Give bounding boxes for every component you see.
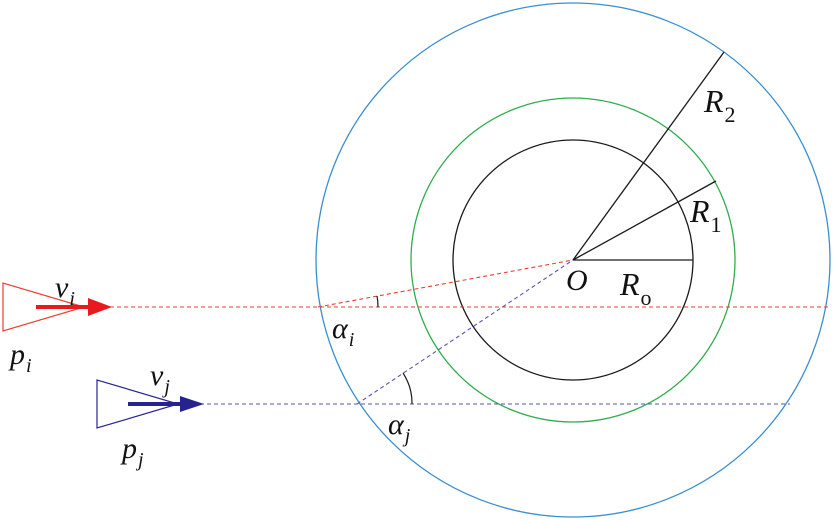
radius-line-r2 bbox=[572, 51, 725, 261]
line-of-sight-i bbox=[317, 259, 574, 308]
label-vj: vj bbox=[150, 359, 170, 398]
velocity-i-arrowhead bbox=[88, 298, 112, 316]
angle-arc-alpha-j bbox=[402, 372, 413, 405]
label-pj: pj bbox=[120, 432, 144, 471]
label-r0: Ro bbox=[619, 266, 652, 310]
label-alpha-i: αi bbox=[332, 312, 354, 351]
line-of-sight-j bbox=[356, 259, 574, 405]
label-vi: vi bbox=[55, 271, 75, 310]
label-r2: R2 bbox=[703, 83, 736, 127]
label-alpha-j: αj bbox=[388, 408, 411, 447]
middle-circle-r1 bbox=[410, 97, 736, 423]
radius-line-r1 bbox=[572, 180, 717, 261]
agent-i-triangle bbox=[2, 282, 87, 332]
label-pi: pi bbox=[8, 338, 32, 377]
angle-arc-alpha-i bbox=[376, 295, 379, 308]
outer-circle-r2 bbox=[315, 2, 831, 518]
center-label-o: O bbox=[566, 264, 588, 297]
agent-j-triangle bbox=[96, 379, 181, 429]
velocity-j-arrowhead bbox=[180, 396, 204, 412]
label-r1: R1 bbox=[689, 193, 722, 237]
